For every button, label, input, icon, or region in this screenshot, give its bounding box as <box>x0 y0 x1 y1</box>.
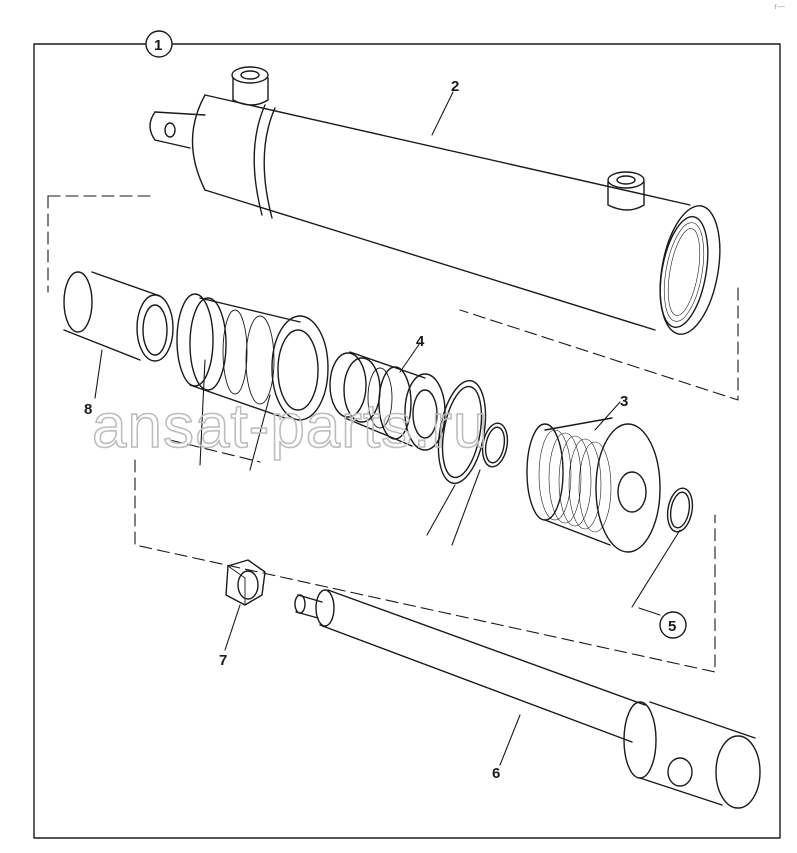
dashed-guides <box>47 195 739 673</box>
callout-circle-1 <box>145 30 173 58</box>
callout-6: 6 <box>492 765 500 782</box>
callout-5: 5 <box>668 618 676 635</box>
frame-border <box>33 43 781 839</box>
callout-8: 8 <box>84 401 92 418</box>
bushing <box>63 271 174 362</box>
callout-7: 7 <box>219 652 227 669</box>
o-ring-small <box>481 422 509 468</box>
cylinder-barrel <box>149 66 721 335</box>
callout-3: 3 <box>620 393 628 410</box>
callout-4: 4 <box>416 333 425 350</box>
callout-2: 2 <box>451 78 459 95</box>
leader-lines <box>94 91 681 766</box>
end-cap <box>526 417 661 553</box>
piston-seal-ring <box>437 379 487 485</box>
lock-nut <box>225 559 266 606</box>
corner-mark: r— <box>774 2 785 11</box>
callout-1: 1 <box>154 37 162 54</box>
callout-circle-5 <box>659 611 687 639</box>
o-ring-cap <box>666 487 694 533</box>
cylinder-gland <box>176 293 329 421</box>
piston-rod <box>294 589 761 809</box>
watermark: ansat-parts.ru <box>92 392 489 461</box>
